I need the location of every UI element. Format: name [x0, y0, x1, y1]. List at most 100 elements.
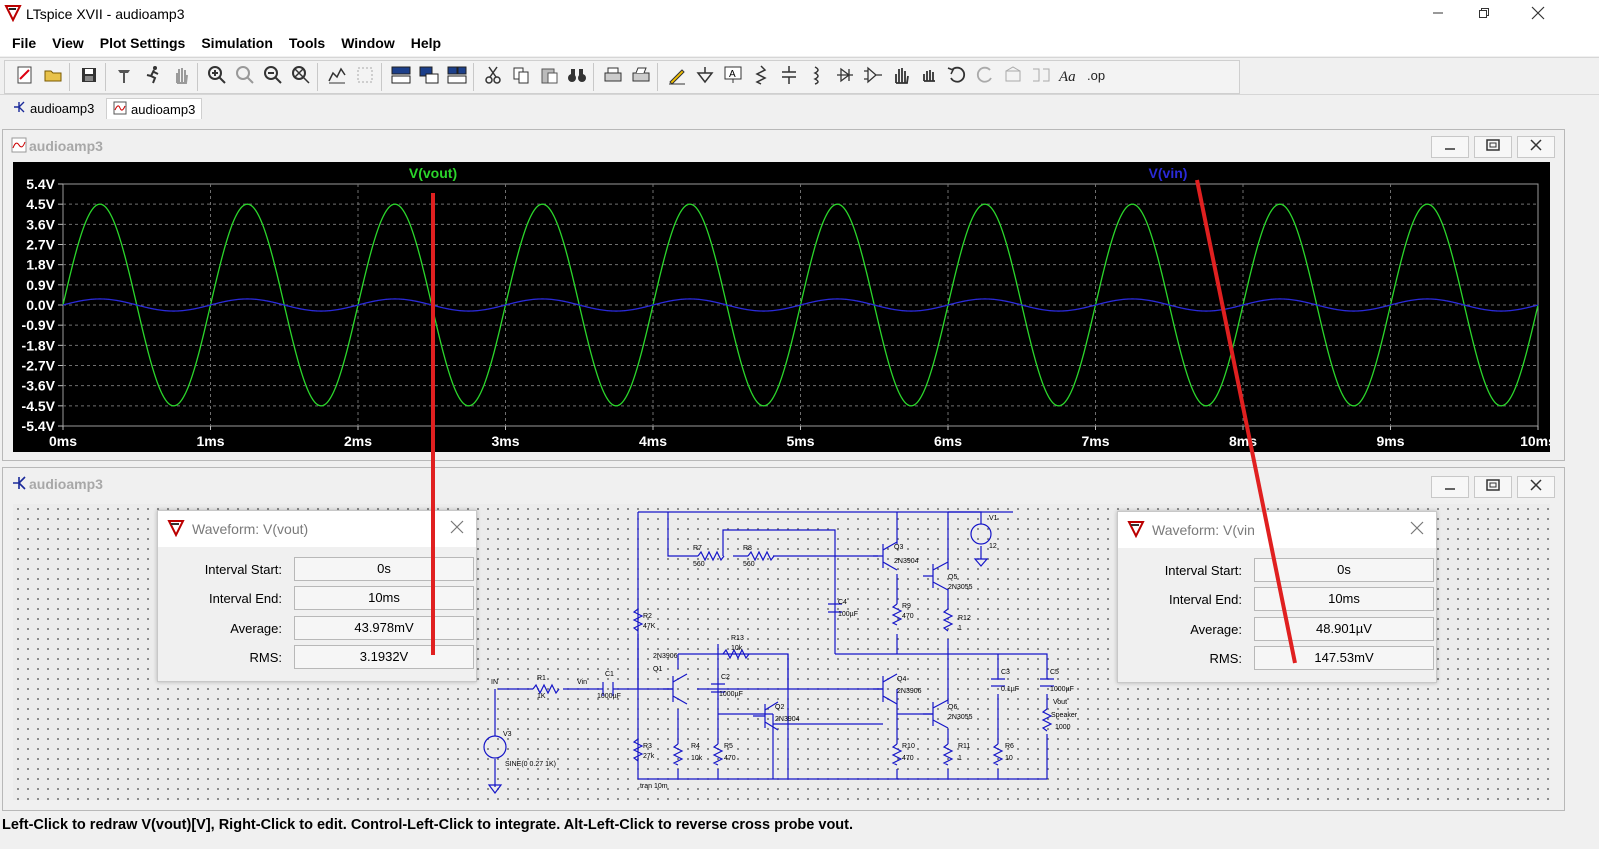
move-button[interactable] — [887, 63, 915, 91]
autorange-button[interactable] — [323, 63, 351, 91]
schem-maximize-button[interactable] — [1474, 476, 1512, 498]
toolbar-strip: A Aa .op — [4, 60, 1240, 94]
restore-button[interactable] — [1461, 0, 1507, 30]
draw-wire-button[interactable] — [663, 63, 691, 91]
print-button[interactable] — [599, 63, 627, 91]
pan-button[interactable] — [231, 63, 259, 91]
text-button[interactable]: Aa — [1055, 63, 1083, 91]
print-preview-button[interactable] — [627, 63, 655, 91]
label-net-button[interactable]: A — [719, 63, 747, 91]
zoom-fit-button[interactable] — [287, 63, 315, 91]
paste-button[interactable] — [535, 63, 563, 91]
schematic-label: V1 — [989, 515, 998, 522]
halt-button[interactable] — [167, 63, 195, 91]
tab-schematic[interactable]: audioamp3 — [6, 98, 100, 119]
plot-window-titlebar: audioamp3 — [3, 130, 1564, 160]
x-tick-label: 0ms — [49, 433, 77, 449]
schem-minimize-button[interactable] — [1431, 476, 1469, 498]
tab-schematic-label: audioamp3 — [30, 101, 95, 116]
capacitor-button[interactable] — [775, 63, 803, 91]
waveform-chart: 5.4V4.5V3.6V2.7V1.8V0.9V0.0V-0.9V-1.8V-2… — [22, 165, 1557, 449]
schematic-label: 2N3906 — [897, 688, 922, 695]
cut-button[interactable] — [479, 63, 507, 91]
rotate-button[interactable] — [999, 63, 1027, 91]
interval-start-row: Interval Start: 0s — [1118, 558, 1436, 582]
schem-close-button[interactable] — [1517, 476, 1555, 498]
interval-end-value: 10ms — [1254, 587, 1434, 611]
schematic-label: IN — [491, 679, 498, 686]
schematic-label: R6 — [1005, 743, 1014, 750]
undo-icon — [947, 65, 967, 90]
plot-minimize-button[interactable] — [1431, 136, 1469, 158]
save-button[interactable] — [75, 63, 103, 91]
copy-button[interactable] — [507, 63, 535, 91]
close-button[interactable] — [1515, 0, 1561, 30]
cascade-button[interactable] — [443, 63, 471, 91]
menu-plot-settings[interactable]: Plot Settings — [99, 35, 186, 51]
toolbar-separator — [197, 63, 203, 91]
run-button[interactable] — [139, 63, 167, 91]
y-tick-label: 1.8V — [26, 257, 55, 273]
menu-simulation[interactable]: Simulation — [201, 35, 273, 51]
close-icon — [1529, 478, 1543, 497]
y-tick-label: 5.4V — [26, 176, 55, 192]
schematic-label: 27k — [643, 753, 655, 760]
menu-file[interactable]: File — [12, 35, 37, 51]
document-tabs: audioamp3 audioamp3 — [0, 96, 1599, 120]
dialog-title: Waveform: V(vin — [1152, 522, 1255, 538]
interval-end-row: Interval End: 10ms — [158, 586, 476, 610]
ground-button[interactable] — [691, 63, 719, 91]
status-bar: Left-Click to redraw V(vout)[V], Right-C… — [0, 814, 1599, 849]
diode-button[interactable] — [831, 63, 859, 91]
schematic-label: Q3 — [894, 544, 903, 551]
x-tick-label: 5ms — [786, 433, 814, 449]
interval-end-row: Interval End: 10ms — [1118, 587, 1436, 611]
schematic-label: Q5 — [948, 574, 957, 581]
trace-label: V(vout) — [409, 165, 457, 181]
title-bar: LTspice XVII - audioamp3 — [0, 0, 1599, 30]
schematic-window-title: audioamp3 — [29, 476, 103, 492]
hand-drag-icon — [919, 65, 939, 90]
zoom-out-button[interactable] — [259, 63, 287, 91]
inductor-button[interactable] — [803, 63, 831, 91]
component-button[interactable] — [859, 63, 887, 91]
redo-button[interactable] — [971, 63, 999, 91]
menu-view[interactable]: View — [52, 35, 84, 51]
minimize-button[interactable] — [1415, 0, 1461, 30]
close-icon — [1531, 6, 1545, 25]
plot-close-button[interactable] — [1517, 136, 1555, 158]
menu-window[interactable]: Window — [341, 35, 395, 51]
resistor-button[interactable] — [747, 63, 775, 91]
tile-horizontal-button[interactable] — [387, 63, 415, 91]
zoom-in-button[interactable] — [203, 63, 231, 91]
spice-directive-button[interactable]: .op — [1083, 63, 1111, 91]
rms-label: RMS: — [249, 650, 283, 665]
new-schematic-button[interactable] — [11, 63, 39, 91]
menu-help[interactable]: Help — [410, 35, 442, 51]
open-button[interactable] — [39, 63, 67, 91]
toolbar: A Aa .op — [0, 57, 1599, 95]
close-icon[interactable] — [1410, 521, 1424, 540]
close-icon[interactable] — [450, 520, 464, 539]
schematic-label: Q1 — [653, 666, 662, 673]
tile-vertical-button[interactable] — [415, 63, 443, 91]
drag-button[interactable] — [915, 63, 943, 91]
grid-button[interactable] — [351, 63, 379, 91]
tab-waveform[interactable]: audioamp3 — [106, 98, 203, 119]
control-panel-button[interactable] — [111, 63, 139, 91]
component-icon — [863, 65, 883, 90]
schematic-label: R5 — [724, 743, 733, 750]
plot-maximize-button[interactable] — [1474, 136, 1512, 158]
dialog-header: Waveform: V(vout) — [158, 511, 476, 547]
find-button[interactable] — [563, 63, 591, 91]
mirror-button[interactable] — [1027, 63, 1055, 91]
undo-button[interactable] — [943, 63, 971, 91]
spice-directive-icon: .op — [1086, 65, 1108, 90]
schematic-label: 2N3904 — [775, 716, 800, 723]
waveform-icon — [11, 137, 27, 158]
menu-tools[interactable]: Tools — [288, 35, 326, 51]
schematic-label: 1000 — [1055, 724, 1071, 731]
